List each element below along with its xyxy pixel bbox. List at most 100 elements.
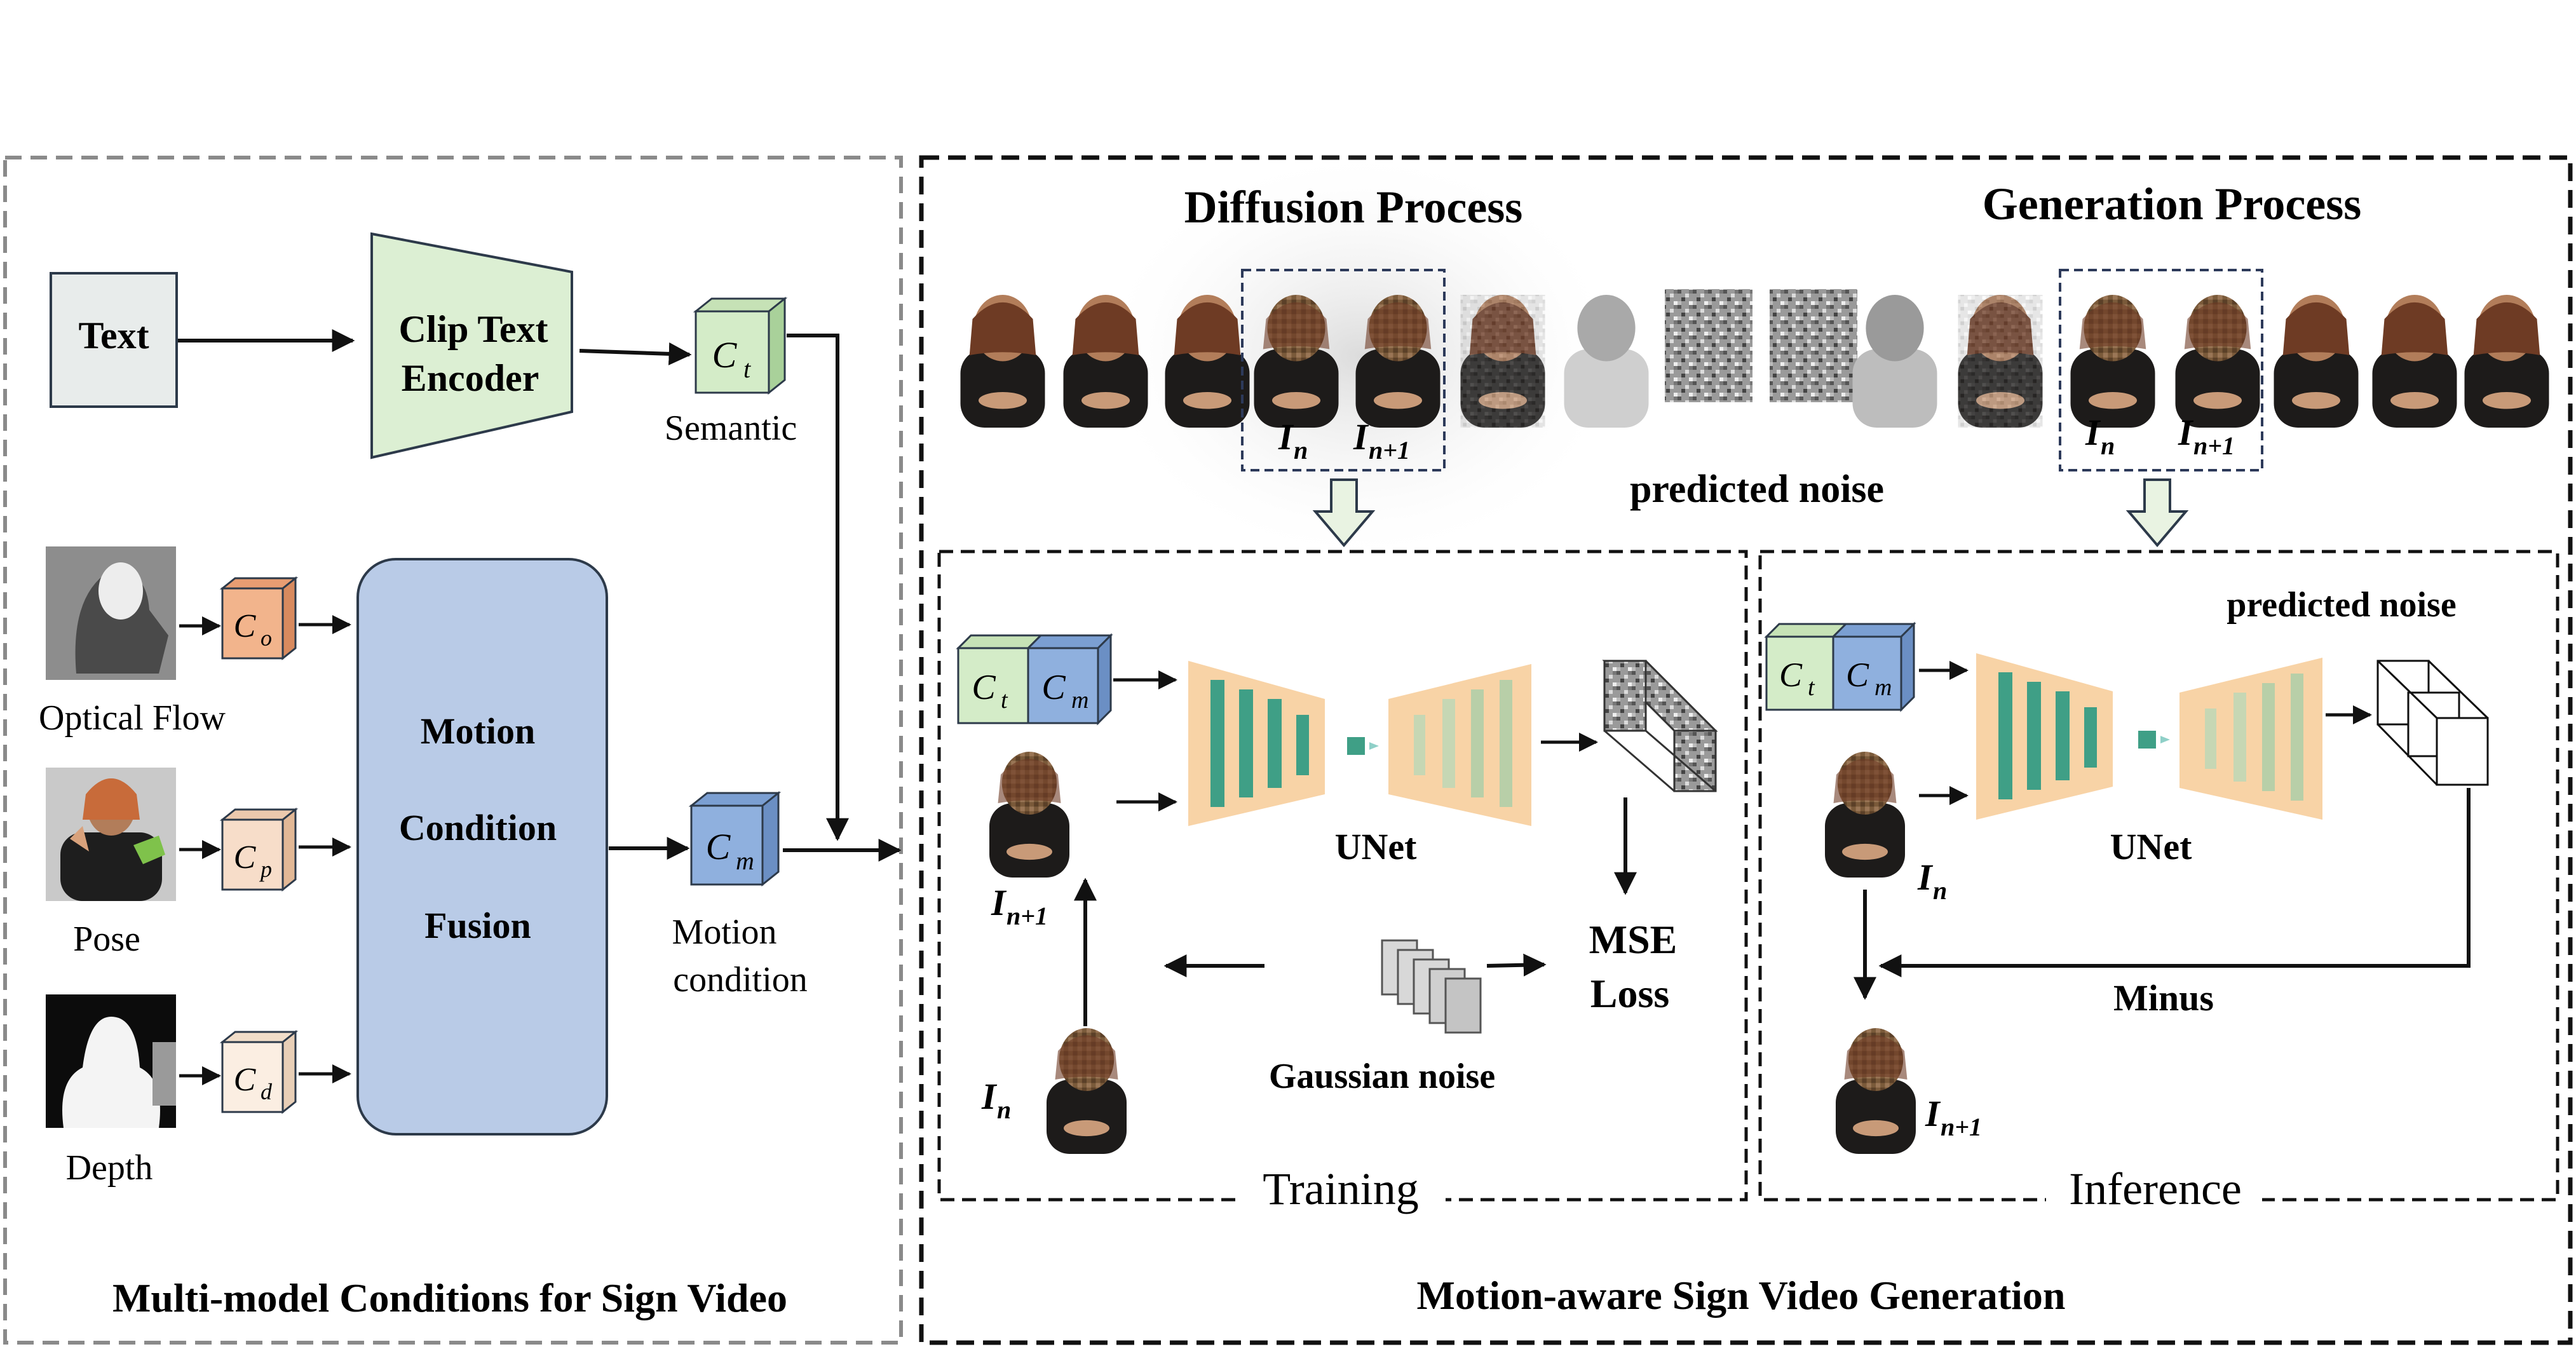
svg-text:n: n: [2101, 431, 2115, 460]
inference-unet-label: UNet: [2110, 826, 2193, 867]
svg-text:C: C: [972, 668, 996, 707]
semantic-label: Semantic: [665, 409, 797, 448]
cm-cube: C m: [688, 790, 782, 887]
svg-text:n: n: [1933, 876, 1947, 905]
training-frame-in1: [989, 752, 1069, 878]
svg-text:t: t: [743, 355, 751, 383]
svg-text:p: p: [259, 857, 272, 882]
svg-text:n: n: [1294, 436, 1308, 464]
svg-text:n+1: n+1: [2193, 431, 2235, 460]
svg-text:m: m: [736, 846, 754, 875]
svg-text:n+1: n+1: [1941, 1113, 1982, 1141]
left-panel-frame: [3, 156, 903, 1345]
sequence-frame: [2070, 295, 2155, 428]
left-panel-title: Multi-model Conditions for Sign Video: [112, 1275, 787, 1320]
frame-sequence: [960, 289, 2549, 428]
minus-label: Minus: [2113, 977, 2214, 1019]
sequence-frame: [2464, 295, 2549, 428]
inference-predicted-noise-label: predicted noise: [2227, 585, 2456, 625]
encoder-label-line1: Clip Text: [398, 308, 548, 350]
gaussian-noise-stack: [1381, 939, 1482, 1034]
diffusion-frame-selection: [1241, 269, 1446, 471]
pose-label: Pose: [73, 919, 140, 959]
svg-text:o: o: [261, 625, 272, 651]
generation-frame-in: I: [2085, 412, 2101, 453]
text-box: [50, 272, 178, 408]
right-panel-title: Motion-aware Sign Video Generation: [1417, 1273, 2066, 1318]
text-box-label: Text: [78, 315, 149, 356]
inference-unet: [1976, 653, 2322, 820]
optical-flow-image: [46, 546, 176, 680]
noise-frame: [1665, 289, 1752, 402]
inference-label-in1: I: [1925, 1093, 1941, 1134]
training-unet-label: UNet: [1335, 826, 1418, 867]
training-label-in1: I: [991, 882, 1007, 923]
inference-minus-arrow: [1878, 788, 2471, 977]
training-label-in: I: [981, 1076, 998, 1117]
inference-frame-in: [1825, 752, 1905, 878]
diffusion-frame-in: I: [1278, 416, 1294, 458]
inference-noise-volume: [2376, 660, 2489, 786]
sequence-frame: [1852, 295, 1937, 428]
svg-text:d: d: [261, 1079, 273, 1104]
depth-label: Depth: [66, 1148, 153, 1188]
training-ct-cm-cubes: C t C m: [956, 633, 1113, 726]
cp-cube: C p: [219, 807, 299, 892]
pose-image: [46, 768, 176, 901]
depth-image: [46, 994, 176, 1128]
inference-label-in: I: [1917, 857, 1934, 898]
co-cube: C o: [219, 576, 299, 661]
svg-text:C: C: [234, 608, 257, 644]
motion-condition-fusion: [356, 558, 608, 1135]
clip-text-encoder: [370, 232, 573, 459]
diffusion-process-title: Diffusion Process: [1184, 182, 1523, 233]
svg-text:n+1: n+1: [1007, 902, 1048, 930]
sequence-frame: [2175, 295, 2260, 428]
noise-frame: [1770, 289, 1857, 402]
fusion-label-line1: Motion: [421, 710, 535, 752]
svg-text:C: C: [712, 334, 738, 376]
optical-flow-label: Optical Flow: [39, 698, 226, 738]
training-unet: [1188, 661, 1531, 826]
svg-text:n+1: n+1: [1369, 436, 1410, 464]
svg-text:C: C: [706, 826, 731, 867]
svg-text:C: C: [1041, 668, 1066, 707]
inference-title: Inference: [2069, 1163, 2242, 1214]
sequence-frame: [1460, 295, 1545, 428]
sequence-frame: [1958, 295, 2043, 428]
sequence-frame: [1564, 295, 1649, 428]
arrow-encoder-to-ct: [579, 342, 692, 365]
svg-text:n: n: [997, 1095, 1011, 1124]
svg-text:t: t: [1808, 674, 1815, 701]
sequence-frame: [2372, 295, 2457, 428]
diffusion-frame-in1: I: [1353, 416, 1369, 458]
svg-text:m: m: [1874, 674, 1892, 701]
training-frame-in: [1047, 1028, 1127, 1154]
fusion-label-line3: Fusion: [424, 905, 531, 946]
inference-frame-out: [1836, 1028, 1916, 1154]
predicted-noise-top-label: predicted noise: [1630, 468, 1884, 511]
training-title: Training: [1263, 1163, 1418, 1214]
generation-process-title: Generation Process: [1983, 179, 2362, 229]
training-noise-volume: [1602, 660, 1718, 792]
svg-text:C: C: [234, 839, 257, 876]
mse-label-line1: MSE: [1589, 917, 1678, 962]
svg-text:C: C: [1846, 656, 1869, 694]
mse-label-line2: Loss: [1590, 971, 1670, 1016]
generation-frame-in1: I: [2178, 412, 2194, 453]
generation-down-arrow: [2125, 478, 2189, 548]
diffusion-down-arrow: [1312, 478, 1376, 548]
fusion-label-line2: Condition: [399, 807, 557, 848]
svg-text:t: t: [1001, 687, 1008, 714]
gaussian-noise-label: Gaussian noise: [1269, 1057, 1495, 1096]
arrow-ct-down: [787, 334, 849, 841]
cd-cube: C d: [219, 1029, 299, 1115]
svg-text:m: m: [1071, 687, 1088, 714]
encoder-label-line2: Encoder: [402, 357, 539, 399]
motion-condition-label-line1: Motion: [672, 912, 777, 952]
right-panel-frame: [919, 155, 2573, 1345]
sequence-frame: [960, 295, 1045, 428]
sequence-frame: [2274, 295, 2359, 428]
svg-text:C: C: [1779, 656, 1803, 694]
